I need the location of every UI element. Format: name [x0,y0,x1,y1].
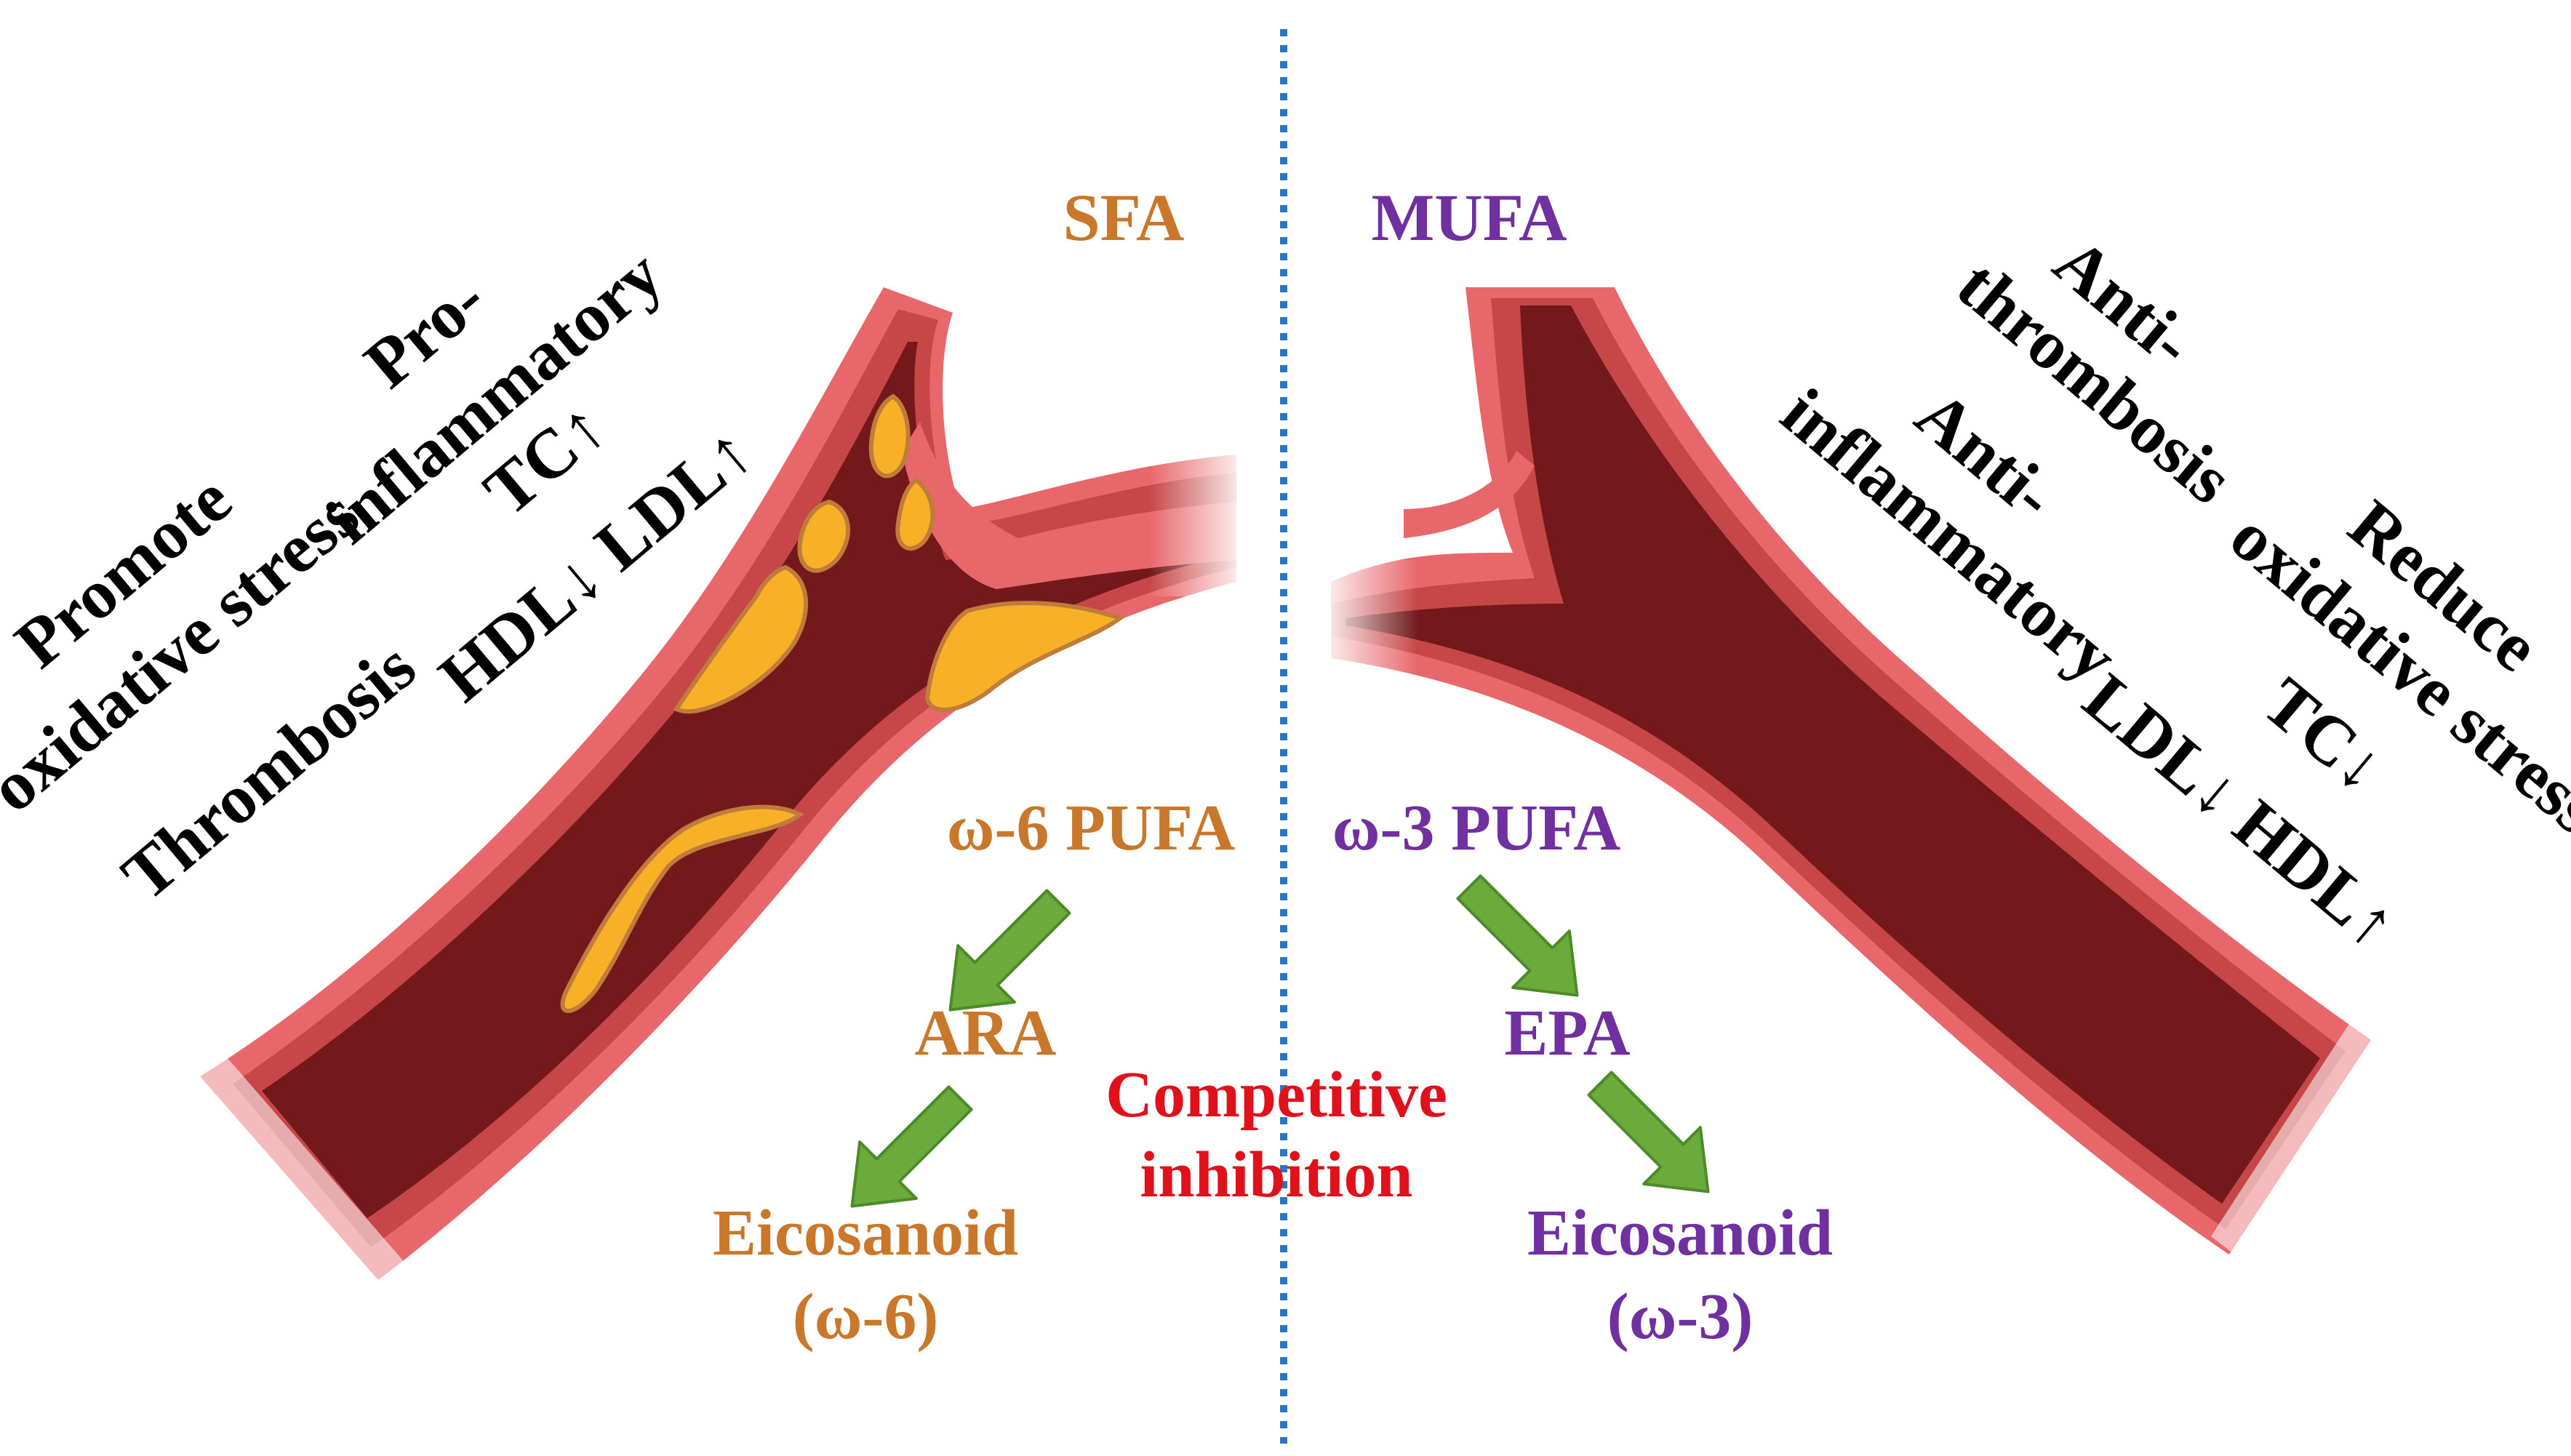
artery-fade [1316,560,1418,705]
eicosanoid-omega3-label: Eicosanoid [1527,1197,1833,1269]
plaque [560,804,804,1013]
arrow-epa-to-eicosanoid [1587,1071,1710,1193]
omega6-pufa-label: ω-6 PUFA [947,792,1236,864]
competitive-inhibition-line1: Competitive [1105,1059,1447,1131]
plaque [673,564,809,714]
epa-label: EPA [1504,997,1630,1069]
plaque [868,393,911,479]
mufa-title: MUFA [1371,180,1567,255]
artery-fade [185,1047,407,1295]
plaque [797,499,850,573]
plaque [924,601,1125,712]
sfa-title: SFA [1063,180,1185,255]
ara-label: ARA [915,997,1057,1069]
eicosanoid-omega6-type: (ω-6) [793,1281,939,1353]
omega3-pufa-label: ω-3 PUFA [1332,792,1621,864]
eicosanoid-omega6-label: Eicosanoid [713,1197,1018,1269]
arrow-omega6-to-ara [948,889,1071,1012]
eicosanoid-omega3-type: (ω-3) [1607,1281,1754,1353]
artery-fade [1149,436,1251,596]
arrow-ara-to-eicosanoid [850,1085,973,1208]
artery-branch-notch [1404,451,1535,538]
artery-lumen [1346,305,2320,1204]
competitive-inhibition-line2: inhibition [1140,1139,1412,1211]
artery-fade [2211,1018,2382,1262]
diseased-artery [185,287,1251,1295]
healthy-artery [1316,287,2382,1262]
arrow-omega3-to-epa [1456,874,1579,997]
plaque [895,477,935,551]
